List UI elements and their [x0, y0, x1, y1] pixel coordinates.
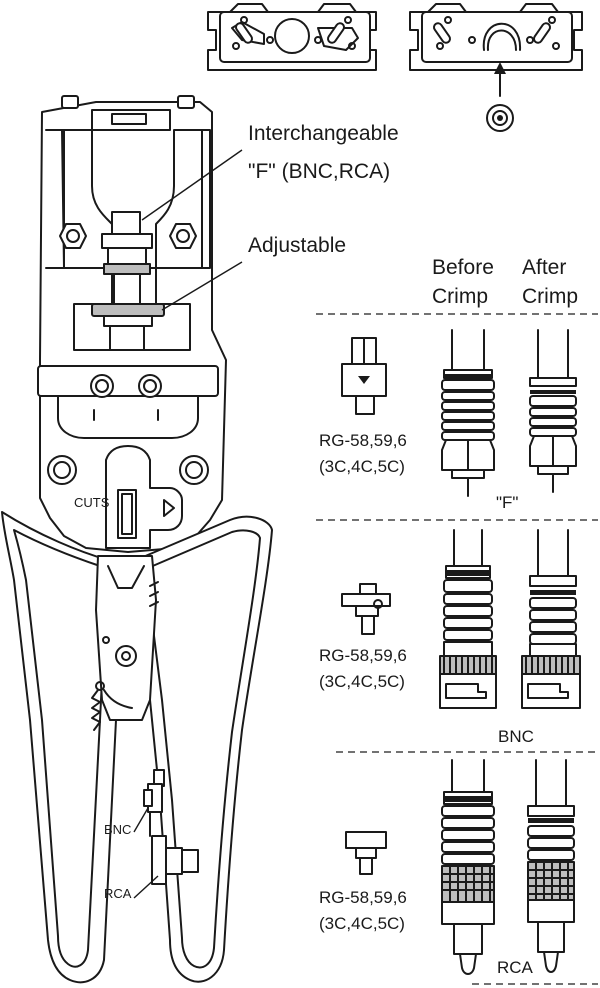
section-bnc-cable-line2: (3C,4C,5C): [319, 672, 405, 691]
rca-die-label: RCA: [104, 886, 132, 901]
section-bnc-die: [341, 583, 391, 635]
die-insert-open: [207, 3, 377, 71]
cuts-label: CUTS: [74, 495, 110, 510]
tool-handles: [1, 511, 273, 984]
section-rca-caption: RCA: [497, 958, 534, 977]
column-before-line2: Crimp: [432, 285, 488, 308]
callout-adjustable: Adjustable: [248, 234, 346, 257]
callout-interchangeable-line1: Interchangeable: [248, 122, 399, 145]
adjustable-leader-line: [161, 261, 243, 311]
section-f-die: [341, 337, 387, 415]
bnc-connector-after: [521, 529, 581, 709]
interchangeable-leader-line: [141, 149, 243, 221]
rca-leader-line: [133, 875, 159, 899]
callout-interchangeable-line2: "F" (BNC,RCA): [248, 160, 390, 183]
section-rca-cable-line2: (3C,4C,5C): [319, 914, 405, 933]
column-before-line1: Before: [432, 256, 494, 279]
section-rca-die: [345, 831, 387, 875]
bnc-connector-before: [439, 529, 497, 709]
rca-connector-after: [527, 759, 575, 973]
section-rca-cable-line1: RG-58,59,6: [319, 888, 407, 907]
rca-connector-before: [441, 759, 495, 975]
column-after-line2: Crimp: [522, 285, 578, 308]
f-connector-before: [441, 329, 495, 497]
tool-head: [37, 95, 227, 553]
section-f-caption: "F": [496, 493, 518, 512]
bnc-die-label: BNC: [104, 822, 131, 837]
section-bnc-cable-line1: RG-58,59,6: [319, 646, 407, 665]
bnc-leader-line: [133, 807, 149, 833]
section-f-cable-line1: RG-58,59,6: [319, 431, 407, 450]
section-bnc-caption: BNC: [498, 727, 534, 746]
column-after-line1: After: [522, 256, 566, 279]
f-connector-after: [529, 329, 577, 493]
section-f-cable-line2: (3C,4C,5C): [319, 457, 405, 476]
die-insert-closed: [409, 3, 583, 132]
